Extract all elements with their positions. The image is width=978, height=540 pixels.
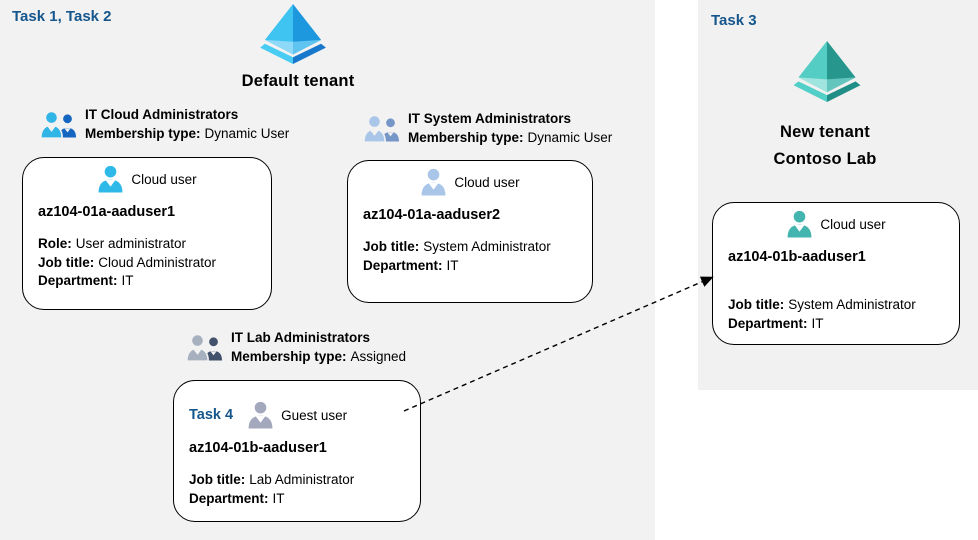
attr-label: Department:: [363, 257, 443, 273]
user-attribute: Department:IT: [363, 257, 577, 276]
pyramid-rim-right: [827, 81, 861, 103]
card-header: Cloud user: [363, 168, 577, 196]
user-name: az104-01a-aaduser2: [363, 207, 501, 223]
azure-ad-new-tenant-icon: [793, 40, 861, 103]
default-tenant-title: Default tenant: [241, 72, 355, 90]
user-type-label: Guest user: [281, 407, 348, 423]
user-type-label: Cloud user: [454, 174, 520, 190]
user-type-label: Cloud user: [131, 171, 197, 187]
task-3-label: Task 3: [711, 12, 757, 29]
membership-label: Membership type:: [408, 130, 524, 145]
new-tenant-user-card: Cloud user az104-01b-aaduser1 Job title:…: [712, 202, 960, 345]
pyramid-front-right-face: [293, 39, 322, 55]
cloud-user-card-2: Cloud user az104-01a-aaduser2 Job title:…: [347, 160, 593, 303]
attr-value: Cloud Administrator: [98, 254, 217, 270]
task-1-2-label: Task 1, Task 2: [12, 8, 112, 25]
user-attribute: Department:IT: [728, 315, 944, 334]
group-membership: Membership type:Dynamic User: [408, 128, 612, 148]
card-header: Cloud user: [728, 210, 944, 238]
card-header: Cloud user: [38, 165, 256, 193]
people-group-icon: [363, 114, 399, 143]
attr-label: Department:: [38, 273, 118, 288]
task-4-label: Task 4: [189, 407, 234, 423]
membership-value: Dynamic User: [204, 126, 290, 141]
attr-value: IT: [811, 315, 824, 331]
attr-label: Job title:: [38, 254, 95, 270]
group-it-cloud-administrators: IT Cloud Administrators Membership type:…: [40, 106, 289, 144]
user-attribute: Job title:System Administrator: [728, 296, 944, 315]
attr-label: Department:: [728, 315, 808, 331]
user-attribute: Department:IT: [189, 490, 405, 509]
card-header: Task 4 Guest user: [189, 401, 405, 429]
group-it-lab-administrators: IT Lab Administrators Membership type:As…: [186, 329, 406, 367]
user-attribute: Department:IT: [38, 272, 256, 291]
attr-value: System Administrator: [788, 297, 916, 312]
cloud-user-icon: [787, 210, 812, 238]
pyramid-rim-left: [793, 81, 827, 103]
pyramid-rim-left: [260, 43, 293, 65]
guest-user-card: Task 4 Guest user az104-01b-aaduser1 Job…: [173, 380, 421, 522]
user-name: az104-01b-aaduser1: [189, 440, 327, 456]
attr-label: Department:: [189, 490, 269, 506]
group-title: IT Lab Administrators: [231, 330, 371, 345]
attr-label: Role:: [38, 236, 72, 251]
user-attribute: Job title:Cloud Administrator: [38, 254, 256, 273]
attr-value: IT: [272, 490, 285, 506]
user-type-label: Cloud user: [820, 216, 886, 232]
group-it-system-administrators: IT System Administrators Membership type…: [363, 110, 612, 148]
cloud-user-icon: [98, 165, 123, 193]
membership-label: Membership type:: [85, 126, 201, 141]
attr-label: Job title:: [189, 472, 246, 487]
attr-value: IT: [446, 257, 459, 273]
membership-label: Membership type:: [231, 349, 347, 364]
user-attributes: Job title:Lab Administrator Department:I…: [189, 471, 405, 508]
guest-user-icon: [248, 401, 273, 429]
new-tenant-title: New tenant Contoso Lab: [740, 119, 910, 173]
user-name: az104-01b-aaduser1: [728, 249, 866, 265]
new-tenant-title-line1: New tenant: [779, 123, 870, 141]
pyramid-front-right-face: [827, 77, 856, 93]
cloud-user-card-1: Cloud user az104-01a-aaduser1 Role:User …: [22, 157, 272, 310]
membership-value: Assigned: [350, 349, 407, 364]
group-title: IT System Administrators: [408, 111, 572, 126]
people-group-icon: [40, 110, 76, 139]
group-membership: Membership type:Dynamic User: [85, 124, 289, 144]
membership-value: Dynamic User: [527, 130, 613, 145]
user-attribute: Role:User administrator: [38, 235, 256, 254]
group-title: IT Cloud Administrators: [85, 107, 239, 122]
pyramid-front-left-face: [798, 77, 827, 93]
user-attributes: Role:User administrator Job title:Cloud …: [38, 235, 256, 291]
cloud-user-icon: [421, 168, 446, 196]
attr-value: User administrator: [75, 236, 187, 251]
attr-value: Lab Administrator: [249, 472, 355, 487]
pyramid-rim-right: [293, 43, 326, 65]
group-membership: Membership type:Assigned: [231, 347, 406, 367]
new-tenant-title-line2: Contoso Lab: [773, 150, 877, 168]
attr-value: IT: [121, 273, 134, 288]
user-attribute: Job title:System Administrator: [363, 238, 577, 257]
user-attributes: Job title:System Administrator Departmen…: [728, 296, 944, 333]
attr-label: Job title:: [363, 239, 420, 254]
user-attributes: Job title:System Administrator Departmen…: [363, 238, 577, 275]
azure-ad-tenant-icon: [260, 3, 326, 65]
user-attribute: Job title:Lab Administrator: [189, 471, 405, 490]
pyramid-front-left-face: [264, 39, 293, 55]
attr-value: System Administrator: [423, 239, 551, 254]
people-group-icon: [186, 333, 222, 362]
user-name: az104-01a-aaduser1: [38, 204, 176, 220]
attr-label: Job title:: [728, 297, 785, 312]
